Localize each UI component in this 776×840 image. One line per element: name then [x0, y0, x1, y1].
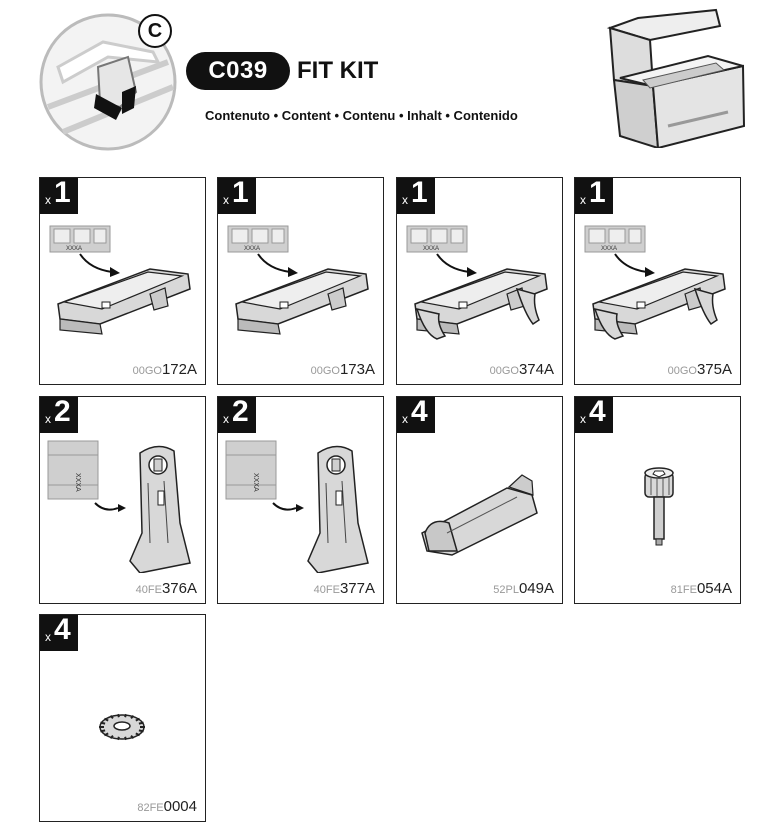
part-panel: x 1 XXXA 00GO375A: [574, 176, 741, 385]
pad-curved-icon: XXXA: [584, 225, 726, 340]
quantity-value: 1: [411, 176, 428, 209]
contents-label: Contenuto • Content • Contenu • Inhalt •…: [205, 108, 518, 123]
part-code-number: 173A: [339, 361, 375, 378]
part-label-text: XXXA: [601, 246, 617, 252]
quantity-badge: x 4: [397, 395, 435, 433]
quantity-badge: x 1: [40, 176, 78, 214]
part-panel: x 2 XXXA 40FE376A: [39, 395, 206, 604]
part-label-text: XXXA: [74, 473, 81, 492]
part-code-number: 377A: [339, 580, 375, 597]
quantity-badge: x 2: [40, 395, 78, 433]
kit-box-icon: [598, 8, 748, 150]
part-code-prefix: 00GO: [667, 365, 697, 377]
quantity-badge: x 4: [575, 395, 613, 433]
part-label-text: XXXA: [252, 473, 259, 492]
part-label-text: XXXA: [423, 246, 439, 252]
part-code: 40FE377A: [314, 580, 375, 597]
part-code: 00GO375A: [668, 361, 732, 378]
quantity-prefix: x: [45, 630, 51, 644]
bracket-icon: XXXA: [47, 440, 191, 573]
part-panel: x 1 XXXA 00GO374A: [396, 176, 563, 385]
quantity-badge: x 2: [218, 395, 256, 433]
part-code: 00GO172A: [133, 361, 197, 378]
quantity-value: 2: [232, 395, 249, 428]
screw-icon: [644, 467, 674, 546]
part-code-prefix: 52PL: [493, 584, 519, 596]
quantity-value: 1: [232, 176, 249, 209]
washer-icon: [99, 713, 145, 741]
part-panel: x 4 82FE0004: [39, 613, 206, 822]
pad-flat-icon: XXXA: [227, 225, 369, 335]
part-code-number: 172A: [161, 361, 197, 378]
quantity-value: 4: [589, 395, 606, 428]
part-code-number: 376A: [161, 580, 197, 597]
quantity-prefix: x: [45, 193, 51, 207]
part-code: 81FE054A: [671, 580, 732, 597]
quantity-badge: x 4: [40, 613, 78, 651]
quantity-prefix: x: [223, 412, 229, 426]
part-code-prefix: 00GO: [310, 365, 340, 377]
quantity-value: 4: [54, 613, 71, 646]
part-code-prefix: 40FE: [313, 584, 340, 596]
quantity-prefix: x: [402, 412, 408, 426]
part-code-prefix: 00GO: [489, 365, 519, 377]
part-code-prefix: 82FE: [137, 802, 164, 814]
quantity-value: 4: [411, 395, 428, 428]
part-code-number: 049A: [518, 580, 554, 597]
page-title: FIT KIT: [297, 57, 379, 84]
part-panel: x 4 52PL049A: [396, 395, 563, 604]
part-panel: x 1 XXXA 00GO173A: [217, 176, 384, 385]
quantity-value: 1: [54, 176, 71, 209]
part-panel: x 4 81FE054A: [574, 395, 741, 604]
part-code-number: 375A: [696, 361, 732, 378]
quantity-prefix: x: [223, 193, 229, 207]
quantity-prefix: x: [45, 412, 51, 426]
part-code-prefix: 00GO: [132, 365, 162, 377]
part-panel: x 1 XXXA 00GO172A: [39, 176, 206, 385]
part-code: 00GO374A: [490, 361, 554, 378]
part-code: 00GO173A: [311, 361, 375, 378]
pad-curved-icon: XXXA: [406, 225, 548, 340]
bracket-icon: XXXA: [225, 440, 369, 573]
quantity-value: 2: [54, 395, 71, 428]
part-code-number: 054A: [696, 580, 732, 597]
part-code: 82FE0004: [137, 798, 197, 815]
pad-flat-icon: XXXA: [49, 225, 191, 335]
clip-icon: [421, 474, 538, 556]
part-code-prefix: 40FE: [135, 584, 162, 596]
part-code-prefix: 81FE: [670, 584, 697, 596]
kit-code-badge: C039: [186, 52, 290, 90]
quantity-value: 1: [589, 176, 606, 209]
part-panel: x 2 XXXA 40FE377A: [217, 395, 384, 604]
quantity-badge: x 1: [575, 176, 613, 214]
part-code: 52PL049A: [493, 580, 554, 597]
quantity-badge: x 1: [218, 176, 256, 214]
quantity-prefix: x: [580, 412, 586, 426]
category-letter-badge: C: [138, 14, 172, 48]
part-label-text: XXXA: [66, 246, 82, 252]
part-label-text: XXXA: [244, 246, 260, 252]
quantity-prefix: x: [402, 193, 408, 207]
car-roof-logo: C: [38, 12, 178, 152]
part-code-number: 374A: [518, 361, 554, 378]
part-code: 40FE376A: [136, 580, 197, 597]
quantity-badge: x 1: [397, 176, 435, 214]
part-code-number: 0004: [163, 798, 197, 815]
quantity-prefix: x: [580, 193, 586, 207]
